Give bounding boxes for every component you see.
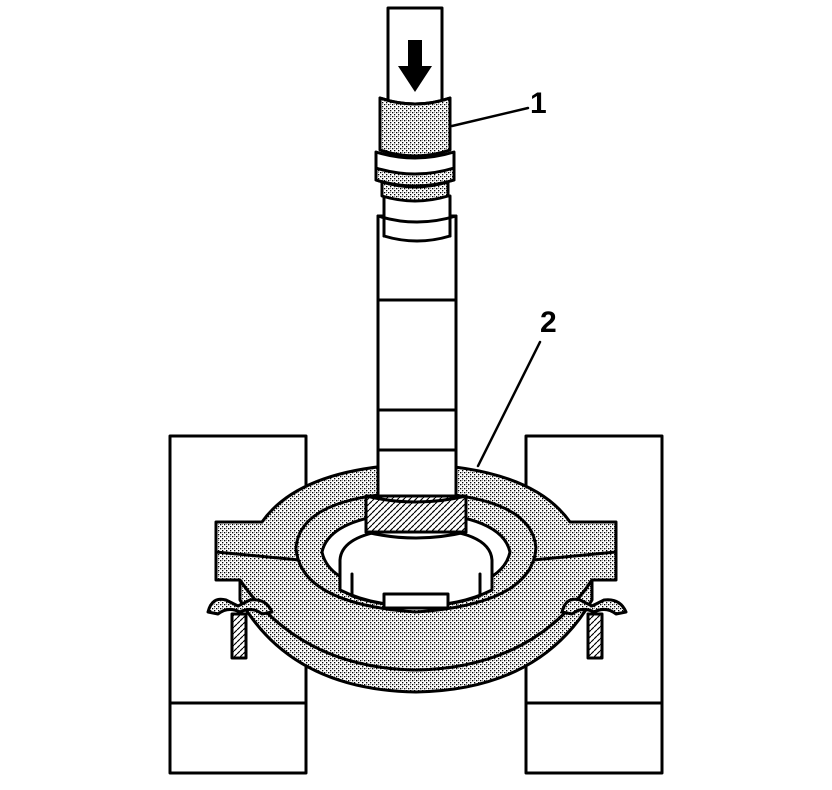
callout-1-leader xyxy=(450,106,530,128)
callout-2-leader xyxy=(476,340,542,468)
callout-1-label: 1 xyxy=(530,87,547,120)
right-wing-nut xyxy=(560,597,628,660)
left-wing-nut xyxy=(206,597,274,660)
down-arrow-icon xyxy=(398,40,432,92)
axle-shaft xyxy=(364,194,468,540)
press-tool xyxy=(374,6,456,203)
callout-2-label: 2 xyxy=(540,306,557,339)
bearing-separator xyxy=(214,462,618,694)
